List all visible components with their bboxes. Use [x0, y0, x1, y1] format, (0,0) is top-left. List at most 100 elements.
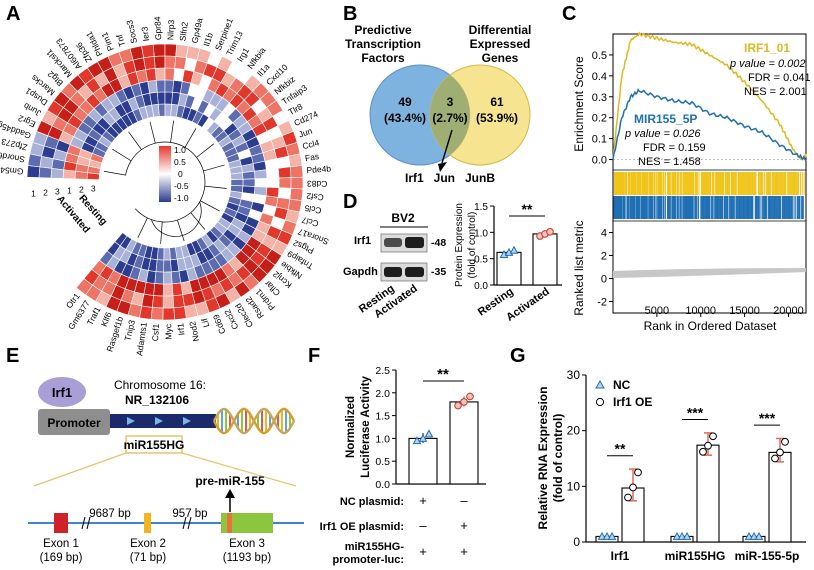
bar — [408, 437, 438, 485]
heatmap-cell — [287, 153, 303, 168]
gene-label: Lif — [199, 317, 211, 329]
row-promoter-luc-1: miR155HG- — [345, 541, 405, 553]
venn-mid-pct: (2.7%) — [432, 111, 467, 125]
cell-val: + — [419, 493, 427, 508]
cell-val: + — [419, 544, 427, 559]
bar — [532, 233, 558, 286]
heatmap-cell — [153, 283, 164, 297]
blot-cell-line: BV2 — [391, 211, 415, 225]
band-activated — [405, 237, 424, 248]
ring-label: 1 — [67, 185, 72, 195]
exon2-bp: (71 bp) — [130, 552, 167, 564]
ring-label: 2 — [79, 184, 84, 194]
title-line: Transcription — [345, 37, 421, 51]
es-curve-0 — [612, 31, 807, 161]
heatmap-cell — [266, 177, 280, 189]
gap1-label: 9687 bp — [89, 508, 131, 520]
exon3-bp: (1193 bp) — [223, 552, 272, 564]
heatmap-cell — [162, 307, 175, 321]
y-tick-label: 0.5 — [375, 456, 390, 468]
data-point-nc — [607, 531, 617, 540]
heatmap-cell — [170, 270, 182, 285]
gsea-set2-name: MIR155_5P — [634, 112, 697, 126]
data-point-nc — [597, 531, 607, 540]
heatmap-cell — [171, 282, 183, 297]
gene-label: Ccl4 — [301, 137, 320, 151]
gene-label: Nlrp3 — [165, 19, 176, 40]
ring-label: 3 — [55, 186, 60, 196]
heatmap-cell — [114, 232, 128, 247]
heatmap-cell — [147, 80, 158, 94]
heatmap-cell — [164, 79, 175, 93]
x-tick-label: 10000 — [685, 305, 716, 317]
c-ylabel-top: Enrichment Score — [572, 56, 586, 152]
y-tick-label: 0.5 — [592, 50, 607, 62]
row-nc-plasmid: NC plasmid: — [340, 496, 404, 508]
heatmap-cell — [164, 67, 176, 81]
y-tick-label: 2.5 — [375, 365, 390, 377]
arrow-right-icon — [127, 417, 135, 425]
gsea-set1-fdr: FDR = 0.041 — [748, 72, 811, 84]
sig-label: *** — [759, 410, 776, 426]
data-point-nc — [672, 531, 682, 540]
y-tick-label: 1.5 — [474, 202, 488, 213]
cell-val: + — [460, 544, 468, 559]
data-point-oe — [781, 437, 789, 446]
y-tick-label: 0.0 — [375, 479, 390, 491]
legend-tick: 1.0 — [174, 145, 186, 155]
bar-oe — [768, 451, 792, 543]
gene-label: Jun — [297, 125, 313, 139]
heatmap-cell — [230, 178, 244, 187]
gene-name-box — [125, 435, 183, 454]
gene-label: Ccl5 — [303, 203, 322, 216]
heatmap-cell — [151, 295, 164, 309]
break-mark — [86, 516, 91, 530]
legend-nc-label: NC — [613, 378, 631, 392]
heatmap-cell — [164, 43, 178, 57]
ylabel-line: (fold of control) — [551, 414, 565, 503]
legend-nc-icon — [595, 379, 605, 389]
heatmap-cell — [163, 247, 171, 261]
y-tick-label: 0.4 — [592, 71, 607, 83]
heatmap-cell — [163, 271, 173, 285]
title-line: Genes — [482, 51, 519, 65]
gene-label: Gm5416 — [0, 164, 24, 177]
heatmap-cell — [254, 169, 268, 180]
heatmap-cell — [26, 165, 41, 178]
gene-label: Il1b — [201, 31, 215, 47]
heatmap-cell — [145, 68, 157, 82]
ring-label: 3 — [91, 183, 96, 193]
heatmap-cell — [164, 55, 177, 69]
band-resting — [384, 267, 402, 277]
exon2-label: Exon 2 — [130, 538, 166, 550]
data-point-nc — [602, 531, 612, 540]
break-mark — [187, 516, 192, 530]
data-point — [509, 245, 519, 254]
heatmap-cell — [173, 306, 187, 320]
ylabel-line: Protein Expression — [454, 203, 465, 287]
heatmap-cell — [157, 91, 166, 105]
gene-label: Csf1 — [150, 323, 161, 341]
data-point-oe — [771, 454, 779, 463]
gene-label: Csf2 — [306, 191, 325, 203]
row-promoter-luc-2: promoter-luc: — [333, 554, 405, 566]
gene-label: Slfn2 — [177, 21, 189, 42]
y-tick-label: 2.0 — [375, 388, 390, 400]
data-point — [466, 392, 474, 401]
c-ylabel-bottom: Ranked list metric — [572, 220, 586, 315]
heatmap-cell — [38, 166, 53, 179]
data-point-oe — [634, 468, 642, 477]
y-tick-label: 0.2 — [592, 113, 607, 125]
gene-schematic: Irf1 Promoter Chromosome 16: NR_132106 m… — [28, 377, 304, 564]
gsea-frame — [612, 33, 807, 314]
sig-label: ** — [522, 201, 533, 217]
d-ylabel: Protein Expression(fold of control) — [454, 203, 478, 287]
data-point-nc — [677, 531, 687, 540]
cell-val: – — [460, 493, 468, 508]
panel-label-g: G — [510, 345, 526, 367]
data-point — [412, 436, 422, 445]
dendrogram — [103, 120, 227, 244]
